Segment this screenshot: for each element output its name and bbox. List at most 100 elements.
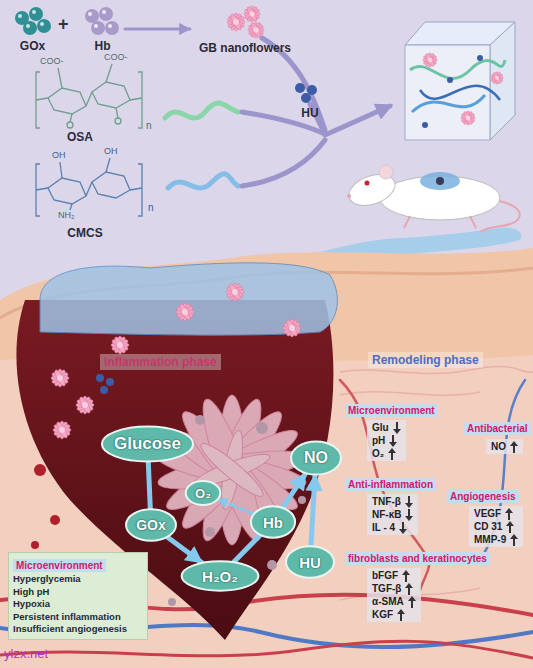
ellipse-outline [186,481,221,505]
increase-arrow [397,609,405,621]
marker-name: bFGF [372,569,398,582]
increase-arrow [402,570,410,582]
osa-structure [70,114,72,122]
decrease-arrow [399,522,407,534]
node-text: HU [301,106,318,120]
marker-row: CD 31 [474,520,518,533]
group-heading: Microenvironment [13,559,106,572]
wound-nanoflowers [226,283,245,302]
reactant-ellipse: HU [285,545,335,579]
node-text: O₂ [195,486,211,501]
marker-list: NO [486,439,523,454]
rat [436,177,444,185]
marker-name: NO [491,440,506,453]
hydrogel-cube [477,55,483,61]
marker-list: GlupHO₂ [367,420,406,461]
marker-row: TNF-β [372,495,413,508]
hb-spheres [99,7,113,21]
central-flower [173,404,291,537]
increase-arrow [408,596,416,608]
group-heading: Antibacterial [464,422,531,435]
cmcs-structure [92,172,130,198]
gox-spheres [37,19,51,33]
merge-arrows [325,106,390,135]
marker-name: Glu [372,421,389,434]
marker-row: α-SMA [372,595,416,608]
hydrogel-cube [412,95,485,112]
rat [379,165,393,179]
central-flower [156,395,309,546]
product-ellipse: NO [290,440,342,476]
node-text: GOx [20,39,45,53]
wound-nanoflowers [176,303,195,322]
node-text: H₂O₂ [202,568,238,585]
heading-row: Microenvironment [345,400,463,418]
gray-spheres [195,415,205,425]
hb-spheres [88,12,92,16]
watermark: ylzx.net [4,646,48,661]
gray-spheres [267,560,277,570]
node-text: GOx [136,517,166,533]
gox-spheres [26,24,30,28]
node-text: GB nanoflowers [199,41,291,55]
increase-arrow [506,521,514,533]
increase-arrow [402,570,410,582]
blood-drops [34,464,46,476]
effect-group: Anti-inflammationTNF-βNF-κBIL - 4 [345,474,445,540]
marker-name: VEGF [474,507,501,520]
connector-arrow [148,462,150,508]
marker-list: VEGFCD 31MMP-9 [469,506,523,547]
blood-drops [31,464,60,549]
increase-arrow [505,508,513,520]
marker-name: O₂ [372,447,384,460]
decrease-arrow [393,422,401,434]
polymer-label: CMCS [50,224,120,240]
osa-structure [116,108,118,118]
effect-group: MicroenvironmentGlupHO₂ [345,400,463,464]
protein-label: Hb [80,5,125,53]
decrease-arrow [405,496,413,508]
merge-arrows [242,140,325,186]
gox-spheres [40,22,44,26]
merge-arrows [242,38,390,186]
osa-structure [130,98,142,100]
wound-hu-dots [96,374,104,382]
ellipse-outline [126,509,176,540]
wound-nanoflowers [51,369,70,388]
node-text: Hb [263,514,283,531]
hu-dots [295,83,305,93]
marker-name: TNF-β [372,495,401,508]
marker-name: NF-κB [372,508,401,521]
rat [420,172,460,190]
repeat-index: n [146,120,152,131]
ellipse-outline [291,441,341,474]
decrease-arrow [389,435,397,447]
increase-arrow [505,508,513,520]
hydrogel-cube [405,45,490,140]
wound-nanoflowers [283,319,302,338]
hydrogel-cube [423,53,438,68]
group-heading: fibroblasts and keratinocytes [345,552,490,565]
osa-structure [115,118,121,124]
gray-spheres [298,496,306,504]
rat [345,165,520,232]
connector-arrow [125,28,190,31]
cmcs-chain [168,174,238,188]
gox-spheres [23,21,37,35]
rat [380,176,500,220]
blood-drops [31,541,39,549]
hb-spheres [85,7,119,35]
marker-row: KGF [372,608,416,621]
marker-row: NF-κB [372,508,413,521]
condition-item: High pH [13,586,143,599]
condition-box: MicroenvironmentHyperglycemiaHigh pHHypo… [8,552,148,640]
rat [404,216,410,228]
chemical-group: OH [104,146,118,156]
marker-list: bFGFTGF-βα-SMAKGF [367,568,421,622]
condition-item: Hypoxia [13,598,143,611]
cmcs-structure [86,182,92,196]
wound-nanoflowers [53,421,72,440]
chemical-group: NH₂ [58,210,75,220]
gray-spheres [256,422,268,434]
